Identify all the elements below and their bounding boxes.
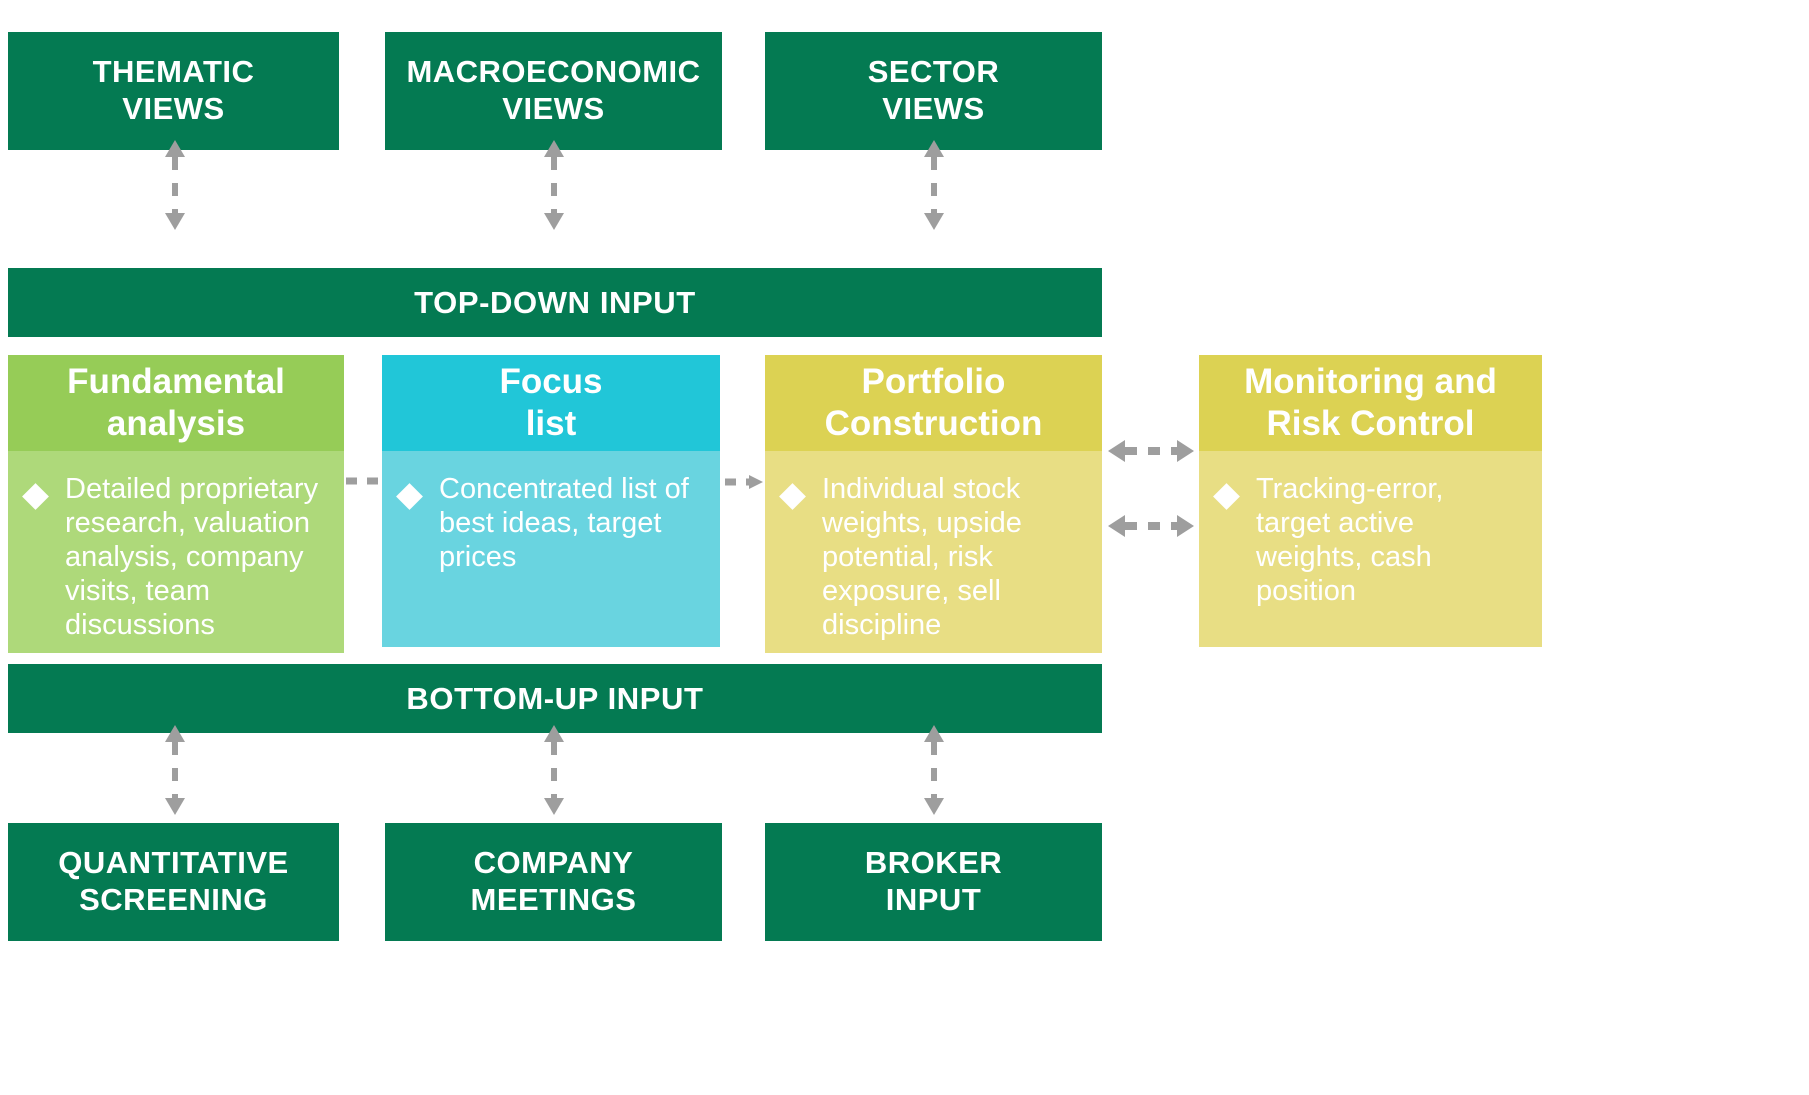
process-box-fundamental-analysis[interactable]: Fundamental analysis Detailed proprietar… xyxy=(8,355,344,653)
process-box-portfolio-construction[interactable]: Portfolio Construction Individual stock … xyxy=(765,355,1102,653)
double-arrow-horizontal-upper xyxy=(1108,437,1194,465)
bullet-item: Detailed proprietary research, valuation… xyxy=(22,473,322,643)
process-box-fundamental-analysis-header: Fundamental analysis xyxy=(8,355,344,451)
process-header-line2: analysis xyxy=(106,404,246,443)
process-box-focus-list-header: Focus list xyxy=(382,355,720,451)
top-box-macroeconomic-views-line1: MACROECONOMIC xyxy=(406,54,701,90)
bottom-box-broker-input-line2: INPUT xyxy=(885,882,982,917)
double-arrow-vertical-company-meetings xyxy=(539,725,569,815)
double-arrow-horizontal-lower xyxy=(1108,512,1194,540)
connector-focus-to-portfolio xyxy=(725,473,763,491)
bottom-up-input-bar[interactable]: BOTTOM-UP INPUT xyxy=(8,664,1102,733)
bullet-text: Detailed proprietary research, valuation… xyxy=(65,473,319,641)
top-box-macroeconomic-views[interactable]: MACROECONOMIC VIEWS xyxy=(385,32,722,150)
double-arrow-vertical-thematic xyxy=(160,140,190,230)
process-box-monitoring-risk-control-header: Monitoring and Risk Control xyxy=(1199,355,1542,451)
process-header-line1: Monitoring and xyxy=(1244,362,1497,401)
top-down-input-label: TOP-DOWN INPUT xyxy=(414,284,696,320)
process-box-focus-list-body: Concentrated list of best ideas, target … xyxy=(382,451,720,647)
bullet-text: Individual stock weights, upside potenti… xyxy=(822,473,1022,641)
process-header-line2: Risk Control xyxy=(1266,404,1475,443)
diamond-bullet-icon xyxy=(1213,483,1240,510)
diamond-bullet-icon xyxy=(22,483,49,510)
process-header-line1: Fundamental xyxy=(67,362,285,401)
double-arrow-vertical-broker xyxy=(919,725,949,815)
process-box-focus-list[interactable]: Focus list Concentrated list of best ide… xyxy=(382,355,720,647)
top-box-macroeconomic-views-line2: VIEWS xyxy=(502,91,605,126)
double-arrow-vertical-quantitative xyxy=(160,725,190,815)
bottom-up-input-label: BOTTOM-UP INPUT xyxy=(406,680,704,716)
top-box-sector-views-line1: SECTOR xyxy=(867,54,1000,90)
double-arrow-vertical-sector xyxy=(919,140,949,230)
process-header-line2: Construction xyxy=(824,404,1043,443)
bullet-item: Individual stock weights, upside potenti… xyxy=(779,473,1080,643)
process-header-line1: Focus xyxy=(499,362,603,401)
diamond-bullet-icon xyxy=(779,483,806,510)
top-box-thematic-views-line1: THEMATIC xyxy=(92,54,255,90)
bottom-box-quantitative-screening-line2: SCREENING xyxy=(79,882,268,917)
bottom-box-broker-input[interactable]: BROKER INPUT xyxy=(765,823,1102,941)
bottom-box-company-meetings-line2: MEETINGS xyxy=(470,882,637,917)
process-box-monitoring-risk-control-body: Tracking-error, target active weights, c… xyxy=(1199,451,1542,647)
top-down-input-bar[interactable]: TOP-DOWN INPUT xyxy=(8,268,1102,337)
diamond-bullet-icon xyxy=(396,483,423,510)
bottom-box-company-meetings-line1: COMPANY xyxy=(473,845,634,881)
process-box-monitoring-risk-control[interactable]: Monitoring and Risk Control Tracking-err… xyxy=(1199,355,1542,647)
process-box-portfolio-construction-header: Portfolio Construction xyxy=(765,355,1102,451)
bullet-text: Concentrated list of best ideas, target … xyxy=(439,473,689,573)
bullet-text: Tracking-error, target active weights, c… xyxy=(1256,473,1444,607)
bullet-item: Concentrated list of best ideas, target … xyxy=(396,473,698,575)
top-box-sector-views[interactable]: SECTOR VIEWS xyxy=(765,32,1102,150)
bullet-item: Tracking-error, target active weights, c… xyxy=(1213,473,1520,609)
top-box-sector-views-line2: VIEWS xyxy=(882,91,985,126)
bottom-box-quantitative-screening-line1: QUANTITATIVE xyxy=(58,845,289,881)
process-header-line1: Portfolio xyxy=(861,362,1006,401)
double-arrow-vertical-macroeconomic xyxy=(539,140,569,230)
connector-fundamental-to-focus xyxy=(346,473,382,489)
process-box-fundamental-analysis-body: Detailed proprietary research, valuation… xyxy=(8,451,344,653)
process-box-portfolio-construction-body: Individual stock weights, upside potenti… xyxy=(765,451,1102,653)
top-box-thematic-views[interactable]: THEMATIC VIEWS xyxy=(8,32,339,150)
bottom-box-broker-input-line1: BROKER xyxy=(864,845,1003,881)
top-box-thematic-views-line2: VIEWS xyxy=(122,91,225,126)
bottom-box-company-meetings[interactable]: COMPANY MEETINGS xyxy=(385,823,722,941)
process-header-line2: list xyxy=(525,404,577,443)
bottom-box-quantitative-screening[interactable]: QUANTITATIVE SCREENING xyxy=(8,823,339,941)
